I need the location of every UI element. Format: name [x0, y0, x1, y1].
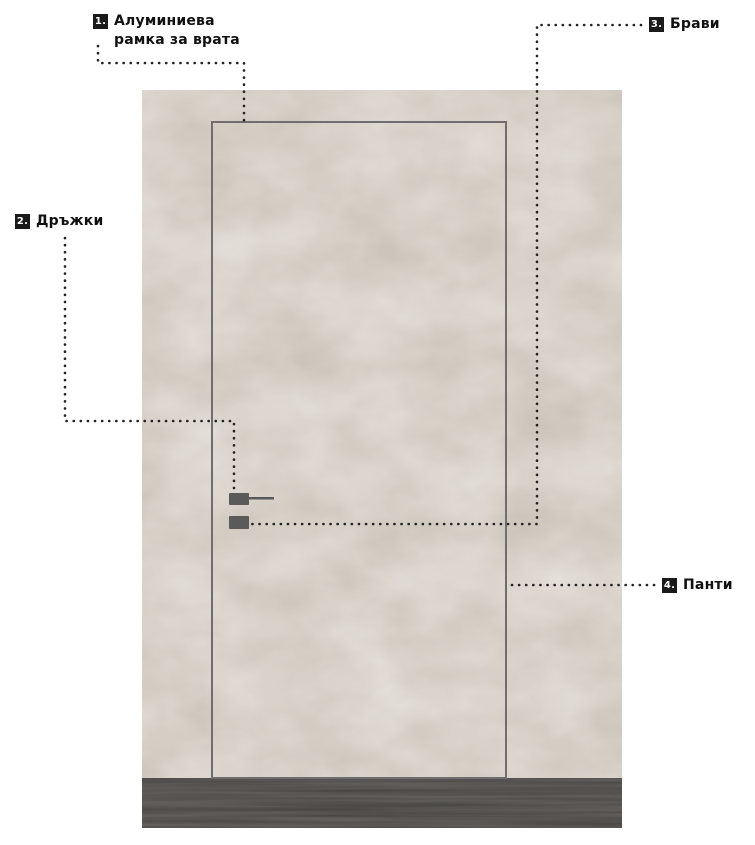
callout-handles-text: Дръжки	[36, 212, 103, 231]
callout-locks-text: Брави	[670, 15, 720, 34]
callout-frame-text: Алуминиева рамка за врата	[114, 12, 240, 50]
door-handle-lever	[248, 497, 274, 500]
callout-handles: 2. Дръжки	[15, 212, 103, 231]
callout-number-badge: 4.	[662, 578, 677, 593]
callout-number-badge: 1.	[93, 14, 108, 29]
callout-hinges: 4. Панти	[662, 576, 733, 595]
callout-number-badge: 2.	[15, 214, 30, 229]
callout-hinges-text: Панти	[683, 576, 733, 595]
door-lock-plate	[229, 516, 249, 529]
door-handle-rose	[229, 493, 249, 505]
callout-frame: 1. Алуминиева рамка за врата	[93, 12, 240, 50]
callout-number-badge: 3.	[649, 17, 664, 32]
wall-texture	[142, 90, 622, 778]
floor-texture	[142, 778, 622, 828]
callout-locks: 3. Брави	[649, 15, 720, 34]
